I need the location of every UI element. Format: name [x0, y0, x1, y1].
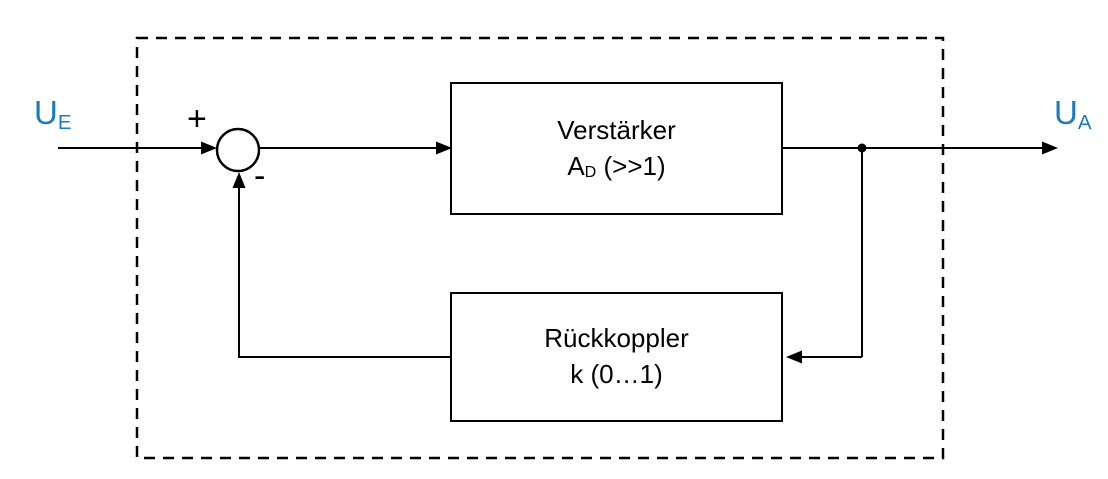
feedback-block: Rückkoppler k (0…1): [450, 292, 783, 422]
arrowhead-into-summing-bottom: [232, 172, 246, 188]
amplifier-gain-symbol: A: [567, 150, 585, 181]
branch-node: [857, 143, 867, 153]
amplifier-block: Verstärker AD (>>1): [450, 82, 783, 215]
amplifier-gain: AD (>>1): [567, 149, 665, 185]
input-label-subscript: E: [57, 110, 72, 134]
output-label-base: U: [1054, 94, 1078, 131]
arrowhead-output: [1042, 141, 1058, 155]
summing-junction: [215, 127, 261, 173]
feedback-name: Rückkoppler: [544, 323, 689, 354]
minus-sign: -: [254, 157, 266, 195]
arrowhead-into-summing: [201, 141, 217, 155]
amplifier-gain-subscript: D: [584, 163, 597, 182]
feedback-factor: k (0…1): [570, 359, 663, 389]
arrowhead-into-amplifier: [436, 141, 452, 155]
input-label-base: U: [34, 94, 58, 131]
output-voltage-label: UA: [1054, 94, 1091, 132]
output-label-subscript: A: [1077, 110, 1092, 134]
plus-sign: +: [187, 100, 207, 138]
input-voltage-label: UE: [34, 94, 71, 132]
amplifier-name: Verstärker: [557, 114, 676, 145]
system-boundary: [135, 36, 945, 460]
feedback-return-line: [238, 186, 450, 358]
amplifier-gain-range: (>>1): [596, 150, 666, 181]
arrowhead-into-feedback: [786, 350, 802, 364]
